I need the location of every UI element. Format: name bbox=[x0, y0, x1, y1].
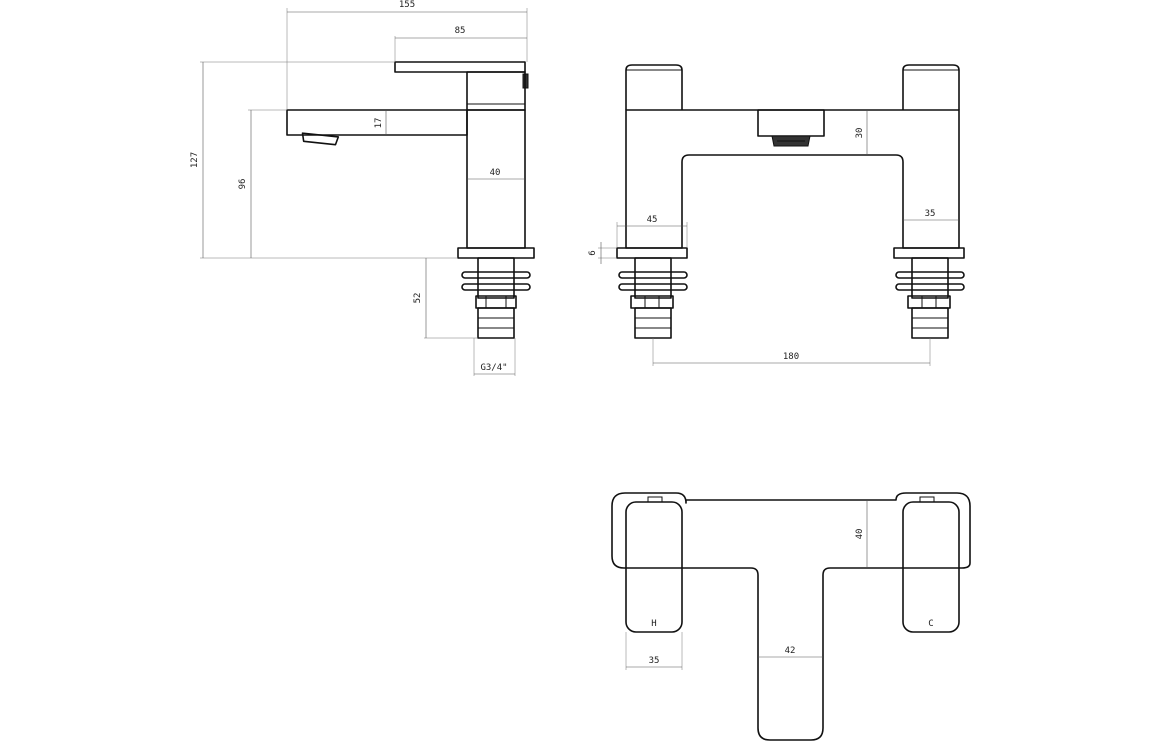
top-view: H C 40 35 42 bbox=[611, 492, 971, 741]
svg-text:127: 127 bbox=[190, 152, 200, 168]
side-base-plate bbox=[457, 247, 535, 259]
svg-text:30: 30 bbox=[855, 128, 865, 139]
front-handle-left bbox=[625, 64, 683, 110]
front-handle-right bbox=[902, 64, 960, 110]
dim-side-overall-width: 155 bbox=[286, 0, 528, 110]
dim-front-centres: 180 bbox=[652, 338, 931, 366]
front-spout-outlet bbox=[757, 109, 825, 137]
dim-front-pillar-left: 45 bbox=[616, 215, 688, 248]
top-handle-cold bbox=[902, 501, 960, 633]
svg-text:85: 85 bbox=[455, 26, 466, 36]
svg-text:40: 40 bbox=[855, 529, 865, 540]
front-bridge-body bbox=[625, 109, 960, 249]
dim-side-spout-height: 96 bbox=[238, 109, 287, 258]
svg-text:17: 17 bbox=[374, 118, 384, 129]
svg-text:35: 35 bbox=[925, 209, 936, 219]
svg-text:G3/4": G3/4" bbox=[480, 363, 507, 373]
dim-side-spout-thickness: 17 bbox=[374, 110, 387, 135]
svg-text:180: 180 bbox=[783, 352, 799, 362]
svg-text:155: 155 bbox=[399, 0, 415, 10]
front-fitting-left bbox=[616, 247, 688, 339]
dim-front-plate: 6 bbox=[588, 242, 617, 264]
cold-label: C bbox=[928, 619, 933, 629]
dim-top-handle-width: 35 bbox=[625, 632, 683, 670]
svg-text:52: 52 bbox=[413, 293, 423, 304]
side-tail bbox=[477, 307, 515, 339]
dim-side-thread: G3/4" bbox=[473, 338, 516, 376]
side-handle bbox=[394, 61, 526, 73]
svg-text:35: 35 bbox=[649, 656, 660, 666]
top-body-outline bbox=[611, 492, 971, 741]
side-washer-2 bbox=[461, 283, 531, 291]
front-fitting-right bbox=[893, 247, 965, 339]
dim-front-pillar-right: 35 bbox=[903, 209, 959, 221]
svg-text:40: 40 bbox=[490, 168, 501, 178]
side-washer-1 bbox=[461, 271, 531, 279]
dim-top-body-depth: 40 bbox=[855, 500, 868, 568]
svg-text:6: 6 bbox=[588, 250, 598, 255]
dim-side-shank-length: 52 bbox=[413, 258, 478, 339]
svg-text:42: 42 bbox=[785, 646, 796, 656]
dim-side-body-width: 40 bbox=[467, 168, 525, 180]
svg-text:45: 45 bbox=[647, 215, 658, 225]
dim-side-total-height: 127 bbox=[190, 61, 458, 259]
hot-label: H bbox=[651, 619, 656, 629]
dim-front-spout-depth: 30 bbox=[855, 110, 868, 155]
side-view: 155 85 127 96 17 40 bbox=[190, 0, 535, 376]
dim-top-spout-width: 42 bbox=[758, 646, 823, 658]
side-aerator bbox=[301, 132, 340, 146]
top-handle-hot bbox=[625, 501, 683, 633]
svg-text:96: 96 bbox=[238, 179, 248, 190]
dim-side-handle-width: 85 bbox=[394, 26, 527, 62]
front-view: 30 45 35 6 180 bbox=[588, 64, 965, 366]
